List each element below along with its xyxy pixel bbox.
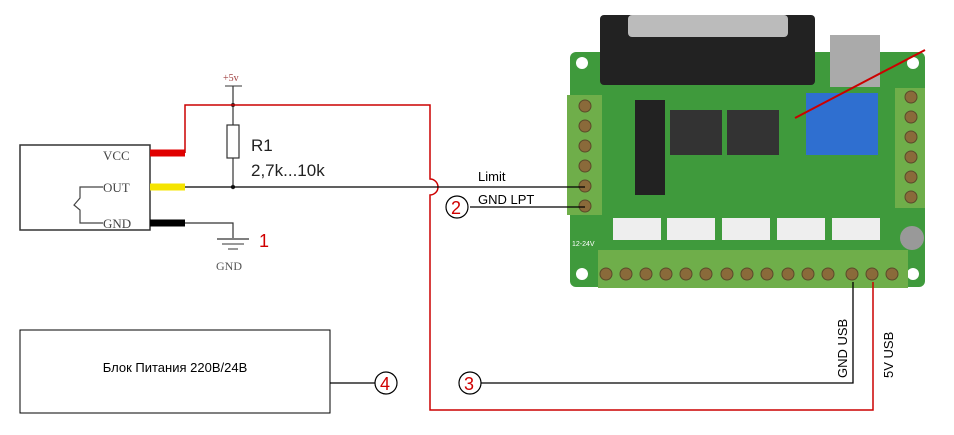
marker-2: 2	[451, 198, 461, 218]
5v-usb-label: 5V USB	[881, 332, 896, 378]
switch-symbol	[73, 186, 103, 224]
gnd-usb-label: GND USB	[835, 319, 850, 378]
gnd-usb-line	[481, 282, 854, 384]
marker-1: 1	[259, 231, 269, 251]
pin-vcc-label: VCC	[103, 148, 130, 163]
marker-4: 4	[380, 374, 390, 394]
marker-2-circle	[445, 195, 469, 219]
right-terminal	[895, 88, 925, 208]
marker-3-circle	[458, 371, 482, 395]
marker-4-circle	[374, 371, 398, 395]
relay	[806, 93, 878, 155]
marker-3: 3	[464, 374, 474, 394]
left-terminal	[567, 95, 602, 215]
ground-label: GND	[216, 259, 242, 273]
pin-out-label: OUT	[103, 180, 130, 195]
resistor-name: R1	[251, 136, 273, 155]
power-supply-box	[19, 329, 331, 414]
power-supply-label: Блок Питания 220В/24В	[103, 360, 248, 375]
supply-label: +5v	[223, 73, 239, 84]
cnc-breakout-board: 12-24V	[567, 15, 926, 288]
pin-gnd-label: GND	[103, 216, 131, 231]
board-voltage-label: 12-24V	[572, 241, 595, 248]
usb-connector	[830, 35, 880, 87]
gnd-lpt-label: GND LPT	[478, 192, 534, 207]
limit-label: Limit	[478, 169, 506, 184]
resistor-value: 2,7k...10k	[251, 161, 325, 180]
resistor-r1	[226, 124, 240, 159]
